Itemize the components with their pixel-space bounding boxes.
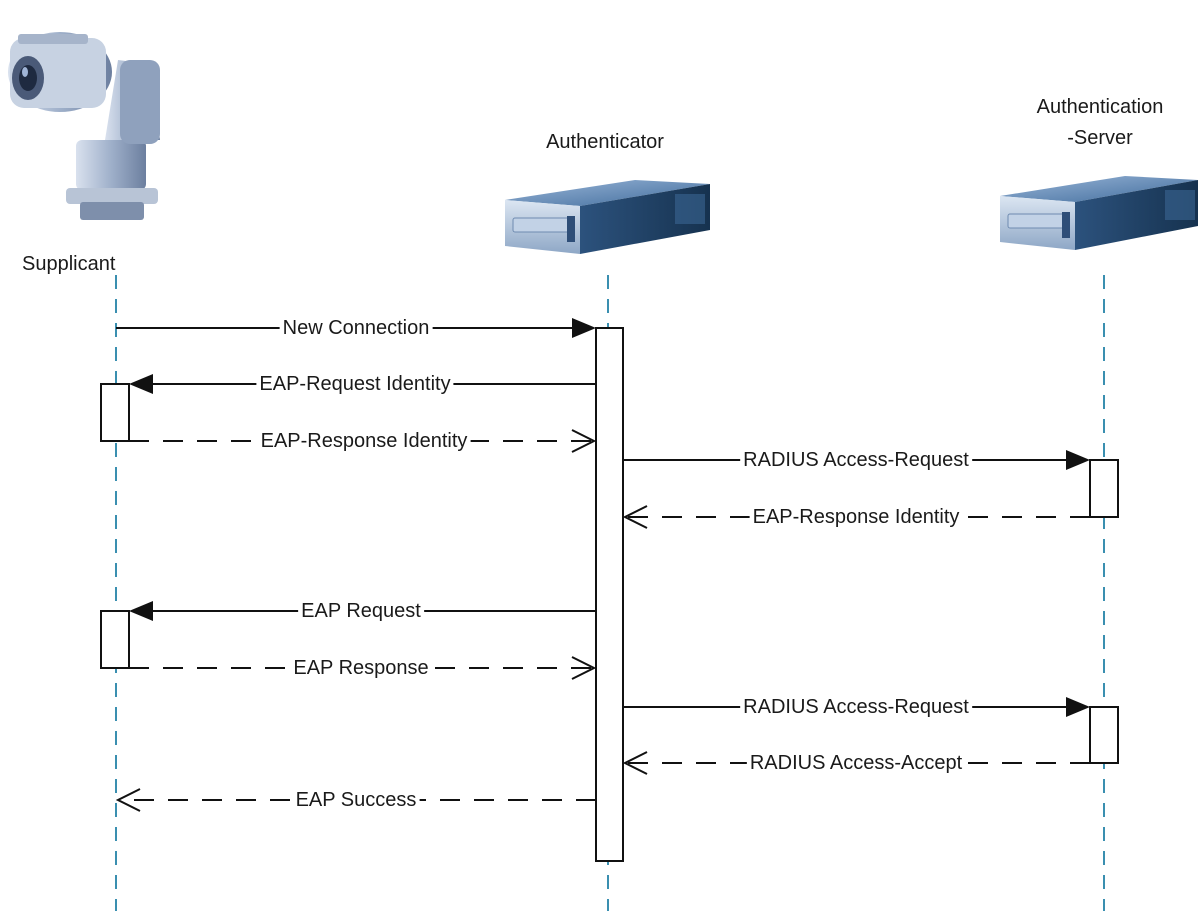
- participant-label-auth-server-line2: -Server: [1067, 127, 1133, 149]
- server-icon: [1000, 176, 1198, 250]
- activation-bar-server-2: [1089, 706, 1119, 764]
- message-label: RADIUS Access-Request: [740, 448, 972, 472]
- message-label: EAP Response: [290, 656, 432, 680]
- server-icon: [505, 180, 710, 254]
- message-label: EAP Success: [292, 788, 420, 812]
- activation-bar-authenticator: [595, 327, 624, 862]
- message-label: RADIUS Access-Request: [740, 695, 972, 719]
- activation-bar-server-1: [1089, 459, 1119, 518]
- message-label: RADIUS Access-Accept: [746, 751, 966, 775]
- message-label: New Connection: [279, 316, 433, 340]
- participant-label-auth-server-line1: Authentication: [1036, 96, 1164, 118]
- participant-label-supplicant: Supplicant: [22, 253, 116, 275]
- message-label: EAP Request: [298, 599, 424, 623]
- message-label: EAP-Response Identity: [749, 505, 963, 529]
- message-arrow: [622, 751, 1090, 775]
- message-arrow: [129, 656, 597, 680]
- activation-bar-supplicant-2: [100, 610, 130, 669]
- message-arrow: [622, 505, 1090, 529]
- message-label: EAP-Response Identity: [257, 429, 471, 453]
- participant-label-authenticator: Authenticator: [546, 131, 664, 153]
- activation-bar-supplicant-1: [100, 383, 130, 442]
- message-arrow: [129, 429, 597, 453]
- ptz-camera-icon: [8, 32, 160, 220]
- message-label: EAP-Request Identity: [256, 372, 454, 396]
